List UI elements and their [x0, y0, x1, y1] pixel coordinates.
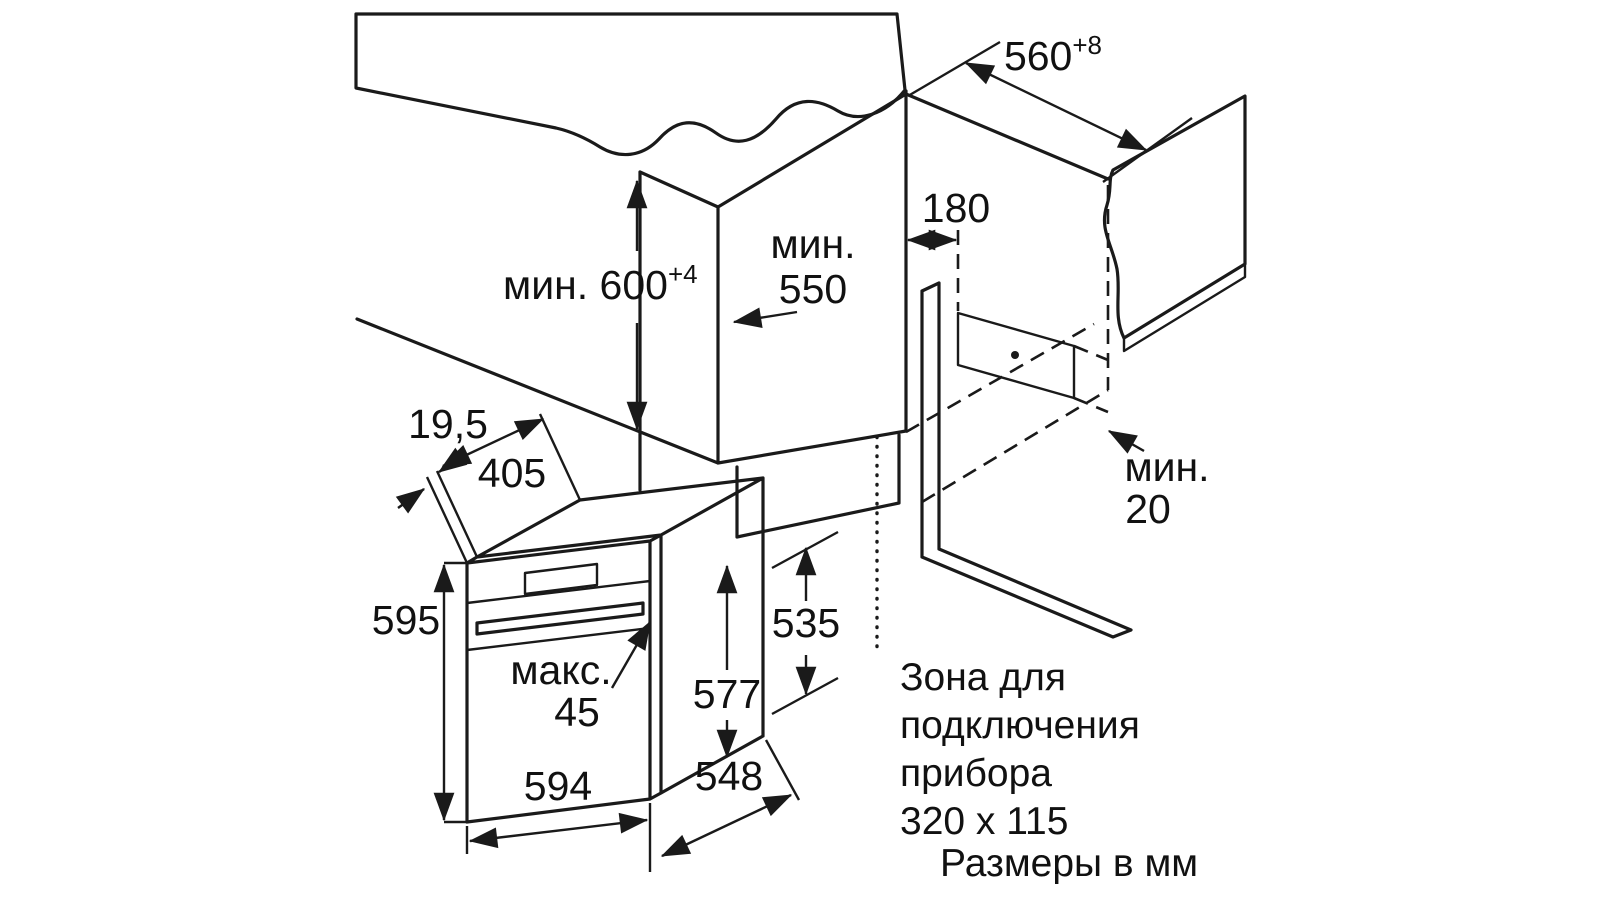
dim-zone-offset: 180	[906, 185, 990, 251]
oven-control-panel-line	[465, 579, 652, 605]
dim-rear-height: 535	[771, 530, 840, 716]
dim-niche-depth-arrow	[732, 307, 798, 328]
dim-rear-gap-arrow	[1107, 429, 1145, 454]
countertop-right-surface	[1102, 94, 1247, 340]
dim-niche-depth: мин. 550	[732, 221, 856, 328]
dim-niche-width-label: 560+8	[1004, 30, 1102, 79]
connection-zone-hatch	[956, 311, 1076, 400]
connection-zone-note: Зона для подключения прибора 320 x 115	[900, 656, 1140, 843]
dim-rear-gap-label-2: 20	[1125, 486, 1171, 532]
dim-frame-overlay: 19,5	[395, 401, 488, 564]
dim-niche-depth-label-1: мин.	[770, 221, 855, 267]
oven-door-handle	[475, 601, 645, 636]
dim-niche-height-label: мин. 600+4	[503, 259, 698, 308]
dim-rear-gap: мин. 20	[1107, 429, 1210, 532]
dim-oven-depth-label: 548	[695, 753, 763, 799]
zone-note-line-1: Зона для	[900, 656, 1066, 699]
dim-oven-width: 594	[465, 763, 652, 872]
oven-body-outline	[465, 476, 765, 824]
dim-top-depth-arrow	[441, 417, 545, 468]
dim-top-depth-label: 405	[478, 450, 546, 496]
dim-oven-width-ext	[465, 803, 652, 872]
dim-rear-gap-label-1: мин.	[1124, 444, 1209, 490]
oven	[465, 476, 765, 824]
dim-oven-width-arrow	[468, 812, 649, 849]
countertop-left-edge-underside	[354, 99, 907, 169]
dim-oven-height-ticks	[444, 561, 466, 824]
zone-note-line-3: прибора	[900, 752, 1052, 795]
dim-niche-depth-label-2: 550	[779, 266, 847, 312]
oven-door-seam	[465, 626, 652, 652]
zone-note-line-4: 320 x 115	[900, 800, 1068, 843]
dim-handle-protrusion-label-1: макс.	[510, 647, 611, 693]
niche-edges	[355, 89, 908, 539]
dim-handle-protrusion-label-2: 45	[554, 689, 600, 735]
dim-handle-protrusion: макс. 45	[510, 620, 652, 735]
countertop-left-surface	[354, 12, 907, 157]
dim-niche-width-arrow	[964, 61, 1148, 152]
dim-top-depth-ext	[538, 413, 582, 501]
countertop-right	[1102, 94, 1247, 353]
zone-note-line-2: подключения	[900, 704, 1140, 747]
dim-niche-width-ext-right	[1102, 117, 1193, 183]
dim-oven-depth-arrow	[660, 793, 793, 858]
units-note: Размеры в мм	[940, 842, 1198, 885]
dim-niche-height: мин. 600+4	[503, 179, 698, 431]
dim-inner-height: 577	[693, 564, 761, 759]
dim-oven-depth-ext	[764, 739, 801, 801]
dim-zone-offset-label: 180	[922, 185, 990, 231]
dim-inner-height-label: 577	[693, 671, 761, 717]
dim-top-depth: 405	[441, 413, 582, 501]
dim-niche-width-ext-left	[907, 40, 1001, 98]
oven-display	[523, 562, 599, 596]
dim-oven-height: 595	[372, 561, 466, 824]
right-side-panel-edges	[904, 92, 1133, 639]
hidden-edges	[905, 185, 1110, 504]
dim-frame-overlay-arrow-left	[395, 488, 426, 514]
connection-zone-center-dot	[1011, 351, 1019, 359]
countertop-right-edge-band	[1122, 262, 1247, 353]
dim-frame-overlay-ext	[425, 470, 479, 564]
dim-niche-width: 560+8	[907, 30, 1193, 183]
dim-rear-height-label: 535	[772, 600, 840, 646]
dim-oven-height-label: 595	[372, 597, 440, 643]
dim-oven-width-label: 594	[524, 763, 592, 809]
countertop-left	[354, 12, 907, 169]
connection-zone	[875, 311, 1076, 657]
dim-handle-protrusion-arrow	[610, 620, 652, 689]
cabinet-niche	[355, 89, 1133, 639]
dim-oven-depth: 548	[660, 739, 801, 858]
dim-frame-overlay-label: 19,5	[408, 401, 488, 447]
